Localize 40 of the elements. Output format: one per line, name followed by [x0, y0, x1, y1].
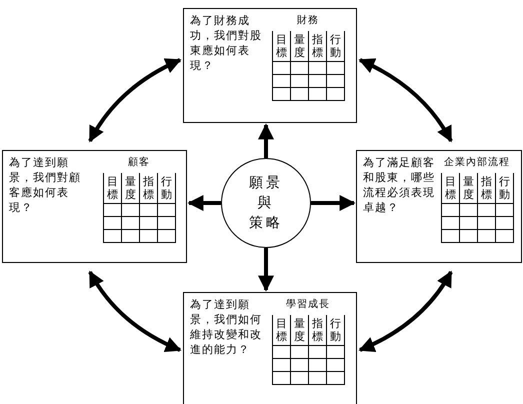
table-header-cell: 量度 — [122, 173, 140, 204]
table-heading: 財務 — [296, 14, 320, 28]
perspective-box — [183, 292, 357, 404]
table-header-cell: 行動 — [158, 173, 176, 204]
table-header-cell: 行動 — [326, 31, 344, 62]
question-text: 為了達到願景，我們對顧客應如何表現？ — [9, 155, 82, 215]
curved-double-arrow — [358, 58, 453, 142]
question-text: 為了財務成功，我們對股東應如何表現？ — [190, 13, 263, 73]
table-heading: 學習成長 — [285, 298, 331, 312]
table-header-cell: 指標 — [140, 173, 158, 204]
arrow — [258, 248, 274, 292]
circle-text: 與 — [256, 194, 276, 213]
table-header-cell: 目標 — [104, 173, 122, 204]
circle-text: 策略 — [248, 214, 284, 233]
table-heading: 企業內部流程 — [443, 156, 511, 170]
arrow — [187, 195, 221, 211]
curved-double-arrow — [88, 58, 182, 142]
vision-circle — [221, 158, 311, 248]
table-header-cell: 指標 — [308, 315, 326, 346]
arrow — [311, 195, 356, 211]
curved-double-arrow — [88, 270, 182, 352]
table-header-cell: 行動 — [496, 173, 514, 204]
perspective-box — [183, 8, 357, 123]
table-header-cell: 量度 — [460, 173, 478, 204]
table-header-cell: 量度 — [290, 31, 308, 62]
question-text: 為了達到願景，我們如何維持改變和改進的能力？ — [190, 297, 263, 357]
table-header-cell: 指標 — [478, 173, 496, 204]
table-header-cell: 指標 — [308, 31, 326, 62]
arrow — [258, 123, 274, 158]
table-header-cell: 行動 — [326, 315, 344, 346]
perspective-box — [2, 150, 187, 263]
table-header-cell: 目標 — [272, 31, 290, 62]
table-header-cell: 量度 — [290, 315, 308, 346]
question-text: 為了滿足顧客和股東，哪些流程必須表現卓越？ — [363, 155, 436, 215]
perspective-box — [356, 150, 522, 263]
circle-text: 願景 — [248, 174, 284, 193]
table-header-cell: 目標 — [272, 315, 290, 346]
table-header-cell: 目標 — [442, 173, 460, 204]
table-heading: 顧客 — [127, 156, 151, 170]
curved-double-arrow — [358, 270, 453, 352]
